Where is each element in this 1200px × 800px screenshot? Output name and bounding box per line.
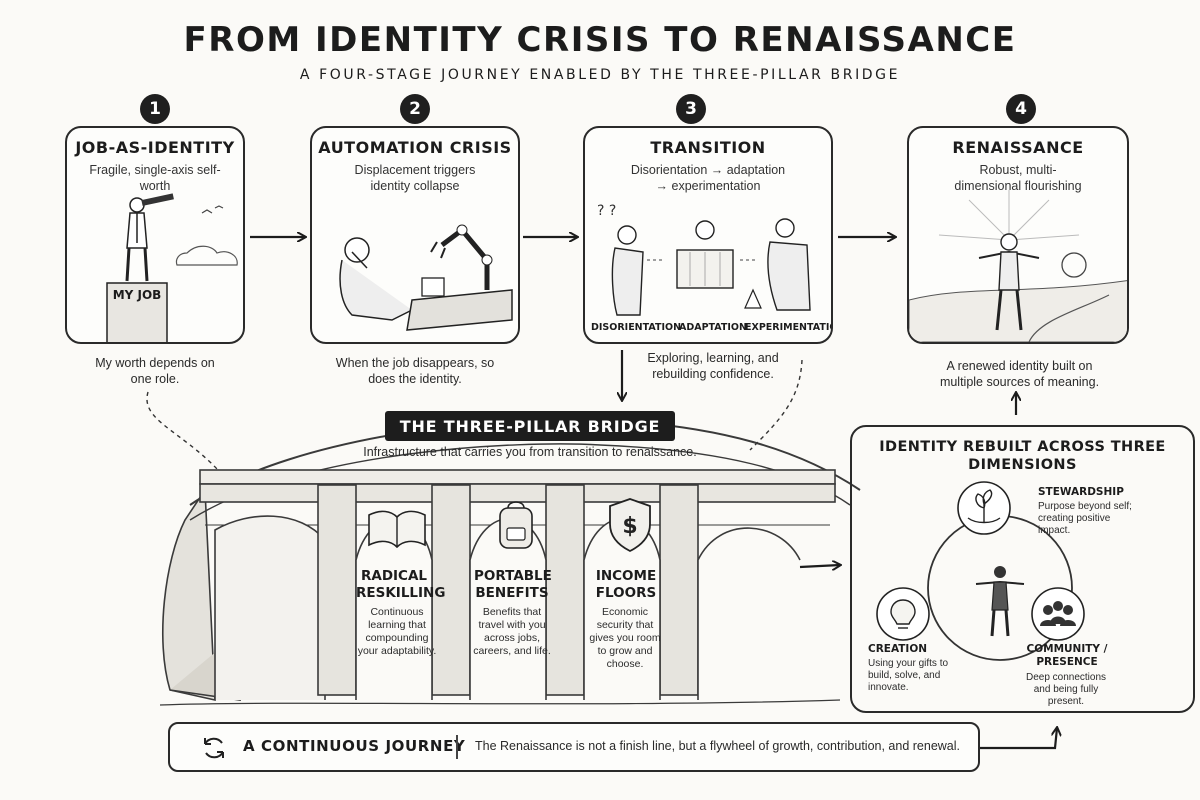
dimension-1-title: STEWARDSHIP [1038,486,1124,498]
stage-2-title: AUTOMATION CRISIS [318,138,512,157]
dimensions-panel [850,425,1195,713]
dimensions-title: IDENTITY REBUILT ACROSS THREE DIMENSIONS [879,439,1166,473]
dimension-1-text: Purpose beyond self; creating positive i… [1038,501,1132,536]
dimension-2-title: CREATION [868,643,928,655]
center-figure-icon [975,566,1025,637]
seedling-hands-icon [957,481,1011,535]
stage-4-title: RENAISSANCE [952,138,1084,157]
book-icon [368,510,426,549]
cycle-icon [204,737,224,759]
pillar-3-title: INCOME FLOORS [595,568,657,601]
renaissance-figure-illustration [909,190,1127,342]
lightbulb-icon [876,587,930,641]
stage-2-caption: When the job disappears, so does the ide… [335,356,495,386]
stage-4-card: RENAISSANCE Robust, multi-dimensional fl… [907,126,1129,344]
dashed-connectors [146,359,803,471]
svg-text:$: $ [622,514,637,539]
page-title: FROM IDENTITY CRISIS TO RENAISSANCE [183,20,1017,60]
dimension-2-text: Using your gifts to build, solve, and in… [868,658,949,693]
transition-people-illustration: ? ? [597,203,811,316]
dimension-3-text: Deep connections and being fully present… [1025,672,1107,707]
footer-banner: A CONTINUOUS JOURNEY The Renaissance is … [168,722,980,772]
svg-text:? ?: ? ? [597,203,616,219]
crisis-robot-illustration [339,224,513,331]
stage-3-title: TRANSITION [650,138,766,157]
phase-disorientation: DISORIENTATION [591,322,682,333]
bridge-title: THE THREE-PILLAR BRIDGE [385,411,675,441]
phase-experimentation: EXPERIMENTATION [745,322,831,333]
stage-1-caption: My worth depends on one role. [95,356,215,386]
pillar-2-text: Benefits that travel with you across job… [473,606,551,657]
stage-2-badge: 2 [400,94,430,124]
phase-adaptation: ADAPTATION [679,322,747,333]
stage-3-badge: 3 [676,94,706,124]
stage-arrows [250,237,1057,750]
spyglass-man-illustration [106,193,238,342]
footer-text: The Renaissance is not a finish line, bu… [475,739,960,753]
pillar-2-title: PORTABLE BENEFITS [474,568,552,601]
footer-title: A CONTINUOUS JOURNEY [243,737,466,755]
stage-3-card: TRANSITION Disorientation → adaptation →… [583,126,833,344]
dollar-shield-icon: $ [609,498,651,553]
dimension-3-title: COMMUNITY / PRESENCE [1026,643,1108,668]
stage-1-badge: 1 [140,94,170,124]
page-subtitle: A FOUR-STAGE JOURNEY ENABLED BY THE THRE… [299,67,901,83]
pillar-1-text: Continuous learning that compounding you… [357,606,437,657]
stage-1-title: JOB-AS-IDENTITY [75,138,235,157]
stage-1-card: JOB-AS-IDENTITY Fragile, single-axis sel… [65,126,245,344]
stage-4-badge: 4 [1006,94,1036,124]
stage-1-subtitle: Fragile, single-axis self-worth [89,163,221,193]
stage-4-subtitle: Robust, multi-dimensional flourishing [954,163,1082,193]
people-icon [1031,587,1085,641]
stage-1-sign: MY JOB [112,288,162,302]
backpack-icon [499,501,533,549]
bridge-subtitle: Infrastructure that carries you from tra… [363,445,697,459]
pillar-1-title: RADICAL RESKILLING [356,568,446,601]
footer-divider [456,735,458,759]
bridge-illustration [159,418,861,706]
stage-2-card: AUTOMATION CRISIS Displacement triggers … [310,126,520,344]
stage-4-caption: A renewed identity built on multiple sou… [939,359,1100,389]
stage-3-caption: Exploring, learning, and rebuilding conf… [647,351,779,381]
stage-3-subtitle: Disorientation → adaptation → experiment… [630,163,786,193]
stage-2-subtitle: Displacement triggers identity collapse [354,163,476,193]
pillar-3-text: Economic security that gives you room to… [589,606,661,670]
